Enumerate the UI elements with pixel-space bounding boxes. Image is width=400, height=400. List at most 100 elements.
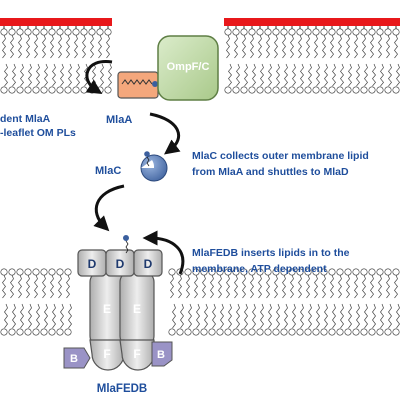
lipid-tail [322, 274, 326, 299]
lipid-tail [258, 34, 262, 59]
lipid-head [248, 28, 256, 36]
lipid-head [256, 328, 264, 336]
lps-molecule [40, 18, 48, 26]
lps-molecule [320, 18, 328, 26]
lipid-tail [386, 34, 390, 59]
lps-molecule [344, 18, 352, 26]
lipid-tail [380, 63, 384, 87]
lipid-head [376, 28, 384, 36]
lps-molecule [296, 18, 304, 26]
lipid-head [240, 328, 248, 336]
lipid-head [240, 86, 248, 94]
lipid-head [208, 328, 216, 336]
lipid-tail [26, 34, 30, 59]
lipid-head [16, 28, 24, 36]
lipid-tail [36, 63, 40, 87]
lipid-tail [340, 63, 344, 87]
ompfc-label: OmpF/C [167, 61, 210, 73]
lipid-tail [396, 303, 400, 329]
lipid-head [48, 86, 56, 94]
lipid-head [8, 268, 16, 276]
lipid-head [168, 268, 176, 276]
lipid-head [320, 328, 328, 336]
lipid-head [312, 86, 320, 94]
lipid-head [16, 328, 24, 336]
lipid-tail [242, 274, 246, 299]
lipid-head [0, 28, 8, 36]
mlad-subunit-3 [133, 249, 163, 277]
lipid-tail [226, 274, 230, 299]
lipid-head [280, 328, 288, 336]
lipid-head [352, 28, 360, 36]
lipid-head [232, 86, 240, 94]
lipid-head [64, 28, 72, 36]
arrow-mlaa-to-mlac [149, 112, 181, 155]
lipid-head [328, 28, 336, 36]
mlaf-label-2: F [133, 347, 140, 361]
lipid-head [384, 86, 392, 94]
lipid-tail [228, 303, 232, 329]
lipid-tail [58, 34, 62, 59]
lipid-head [272, 328, 280, 336]
lipid-head [32, 86, 40, 94]
mlad-label-2: D [116, 257, 125, 271]
lipid-head [48, 268, 56, 276]
lipid-tail [252, 303, 256, 329]
lipid-tail [244, 63, 248, 87]
lipid-head [40, 28, 48, 36]
lps-molecule [96, 18, 104, 26]
lipid-tail [268, 303, 272, 329]
lipid-tail [26, 274, 30, 299]
lipid-head [72, 86, 80, 94]
lipid-tail [90, 34, 94, 59]
lipid-tail [4, 303, 8, 329]
lipid-head [80, 28, 88, 36]
lps-molecule [8, 18, 16, 26]
lipid-head [368, 28, 376, 36]
lps-molecule [240, 18, 248, 26]
lipid-head [384, 28, 392, 36]
lipid-tail [266, 34, 270, 59]
lipid-tail [306, 34, 310, 59]
lipid-head [392, 268, 400, 276]
lipid-tail [186, 274, 190, 299]
lipid-head [56, 86, 64, 94]
lipid-head [184, 328, 192, 336]
mlaa-protein [117, 71, 159, 99]
lipid-head [312, 28, 320, 36]
lipid-tail [12, 303, 16, 329]
lipid-tail [354, 274, 358, 299]
lipid-tail [346, 34, 350, 59]
mlafedb-desc-line2: membrane, ATP dependent [192, 263, 327, 275]
lps-molecule [72, 18, 80, 26]
lipid-head [344, 86, 352, 94]
lipid-tail [386, 274, 390, 299]
lps-molecule [80, 18, 88, 26]
lipid-tail [180, 303, 184, 329]
lipid-head [88, 28, 96, 36]
lipid-head [80, 86, 88, 94]
lipid-tail [268, 63, 272, 87]
arrow-mlaa-left [85, 60, 113, 94]
lps-molecule [64, 18, 72, 26]
lipid-tail [2, 34, 6, 59]
lipid-head [240, 28, 248, 36]
lipid-tail [324, 303, 328, 329]
lipid-head [304, 86, 312, 94]
lipid-tail [306, 274, 310, 299]
lipid-tail [282, 274, 286, 299]
lipid-head [264, 28, 272, 36]
lps-molecule [392, 18, 400, 26]
lps-molecule [352, 18, 360, 26]
lipid-head [264, 328, 272, 336]
mlad-label-1: D [88, 257, 97, 271]
lipid-tail [188, 303, 192, 329]
lipid-tail [234, 274, 238, 299]
lipid-tail [106, 34, 110, 59]
mlab-subunit-2 [151, 341, 173, 367]
lipid-head [336, 28, 344, 36]
mlafedb-label: MlaFEDB [97, 383, 147, 395]
lipid-head [24, 86, 32, 94]
lipid-tail [338, 34, 342, 59]
